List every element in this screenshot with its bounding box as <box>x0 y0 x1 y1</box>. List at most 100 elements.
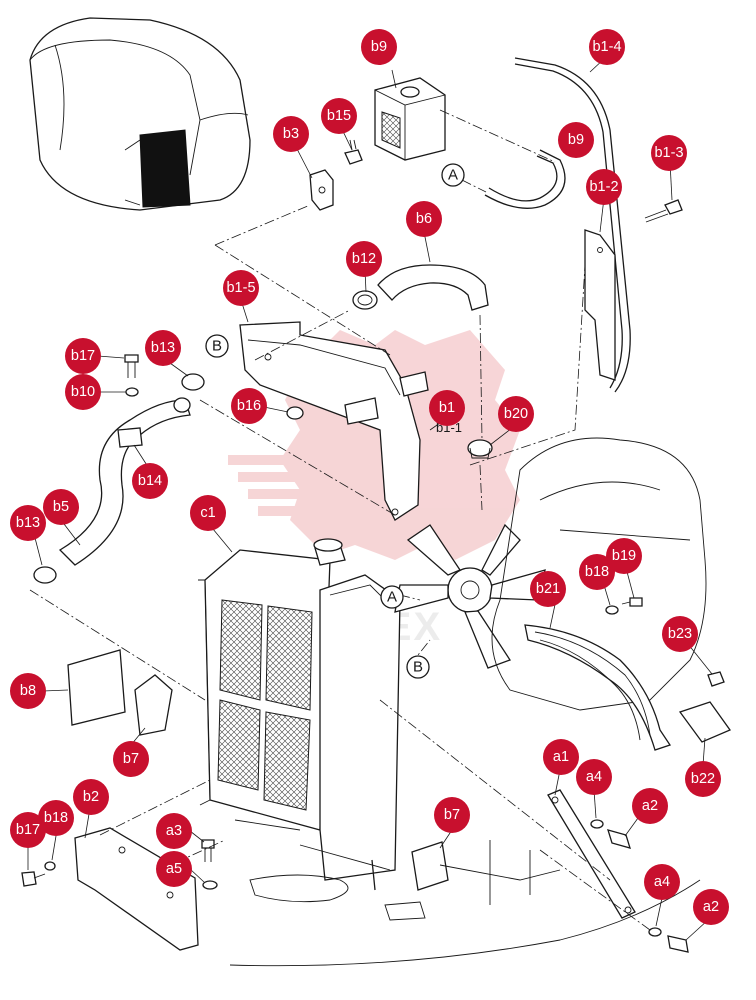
callout-b10: b10 <box>65 374 101 410</box>
bolt-a3 <box>201 839 215 862</box>
callout-b1: b1 <box>429 390 465 426</box>
callout-b12: b12 <box>346 241 382 277</box>
callout-b18-right: b18 <box>579 554 615 590</box>
callout-b2: b2 <box>73 779 109 815</box>
callout-a5: a5 <box>156 851 192 887</box>
seal-b7-left <box>134 674 173 736</box>
svg-text:b17: b17 <box>71 348 95 364</box>
fan-shroud-b1 <box>239 321 429 521</box>
upper-hose-b6 <box>377 264 489 311</box>
callout-b17-top: b17 <box>65 338 101 374</box>
grommet-b16 <box>286 406 304 420</box>
svg-text:b18: b18 <box>44 810 68 826</box>
pad-b22 <box>678 701 731 743</box>
clamp-b20 <box>467 439 493 459</box>
stay-b1-4 <box>514 57 631 393</box>
callout-b23: b23 <box>662 616 698 652</box>
callout-a4-top: a4 <box>576 759 612 795</box>
svg-text:b12: b12 <box>352 251 376 267</box>
svg-text:b3: b3 <box>283 126 299 142</box>
svg-text:b9: b9 <box>371 39 387 55</box>
washer-a4-top <box>590 819 604 829</box>
bolt-b19 <box>621 597 643 607</box>
callout-b17-left: b17 <box>10 812 46 848</box>
svg-text:b1-5: b1-5 <box>226 280 255 296</box>
washer-a4-bottom <box>648 927 662 937</box>
callout-b22: b22 <box>685 761 721 797</box>
svg-text:b20: b20 <box>504 406 528 422</box>
bolt-b15 <box>344 139 363 165</box>
callout-a3: a3 <box>156 813 192 849</box>
svg-text:A: A <box>387 589 397 606</box>
engine-block <box>491 437 707 711</box>
base-frame <box>229 840 701 967</box>
bracket-b3 <box>309 169 334 211</box>
callout-c1: c1 <box>190 495 226 531</box>
clamp-b12 <box>352 290 378 310</box>
ref-B-fan: B <box>406 655 430 679</box>
overflow-hose <box>484 149 566 209</box>
svg-text:b9: b9 <box>568 132 584 148</box>
svg-text:B: B <box>413 659 423 676</box>
callout-b8: b8 <box>10 673 46 709</box>
callout-b6: b6 <box>406 201 442 237</box>
svg-text:a2: a2 <box>703 899 719 915</box>
bracket-b2 <box>74 827 199 951</box>
clamp-b13-left <box>33 566 57 584</box>
svg-text:b2: b2 <box>83 789 99 805</box>
callout-b21: b21 <box>530 571 566 607</box>
callout-a4-bottom: a4 <box>644 864 680 900</box>
seal-b7-bottom <box>411 841 449 891</box>
clamp-b13-top <box>181 373 205 391</box>
svg-text:a5: a5 <box>166 861 182 877</box>
callout-b5: b5 <box>43 489 79 525</box>
svg-text:b18: b18 <box>585 564 609 580</box>
radiator-c1 <box>198 538 401 891</box>
bolt-a2-top <box>607 829 631 849</box>
callout-b9-hose: b9 <box>558 122 594 158</box>
callout-b1-3: b1-3 <box>651 135 687 171</box>
svg-text:b17: b17 <box>16 822 40 838</box>
callout-b19: b19 <box>606 538 642 574</box>
svg-text:b6: b6 <box>416 211 432 227</box>
svg-text:b19: b19 <box>612 548 636 564</box>
ref-B-clamp: B <box>205 334 229 358</box>
callout-a2-top: a2 <box>632 788 668 824</box>
svg-text:b7: b7 <box>123 751 139 767</box>
svg-text:b1-3: b1-3 <box>654 145 683 161</box>
callout-b7-bottom: b7 <box>434 797 470 833</box>
svg-text:b7: b7 <box>444 807 460 823</box>
callout-b15: b15 <box>321 98 357 134</box>
svg-text:c1: c1 <box>200 505 215 521</box>
washer-b18-right <box>605 605 619 615</box>
svg-text:b23: b23 <box>668 626 692 642</box>
plate-b1-2 <box>584 229 616 381</box>
callout-b13-left: b13 <box>10 505 46 541</box>
svg-text:b1: b1 <box>439 400 455 416</box>
callout-badges: b9 b9 b15 b3 b1-4 b1-3 b1-2 b6 b12 b1-5 … <box>10 29 729 925</box>
svg-text:a2: a2 <box>642 798 658 814</box>
bolt-b1-3 <box>644 199 683 223</box>
svg-text:b10: b10 <box>71 384 95 400</box>
svg-text:b21: b21 <box>536 581 560 597</box>
svg-text:b1-2: b1-2 <box>589 179 618 195</box>
bolt-b17-top <box>124 354 139 378</box>
callout-b16: b16 <box>231 388 267 424</box>
svg-text:b22: b22 <box>691 771 715 787</box>
engine-cover <box>29 17 251 211</box>
lower-hose-b5 <box>58 397 191 566</box>
callout-b20: b20 <box>498 396 534 432</box>
svg-text:B: B <box>212 338 222 355</box>
svg-text:b13: b13 <box>151 340 175 356</box>
band-b14 <box>117 427 143 448</box>
washer-b18-left <box>44 861 56 871</box>
callout-b3: b3 <box>273 116 309 152</box>
svg-text:b5: b5 <box>53 499 69 515</box>
callout-b1-2: b1-2 <box>586 169 622 205</box>
svg-text:b1-4: b1-4 <box>592 39 621 55</box>
svg-text:b13: b13 <box>16 515 40 531</box>
svg-text:A: A <box>448 167 458 184</box>
guard-b21 <box>524 624 672 751</box>
bolt-b23 <box>707 671 725 687</box>
